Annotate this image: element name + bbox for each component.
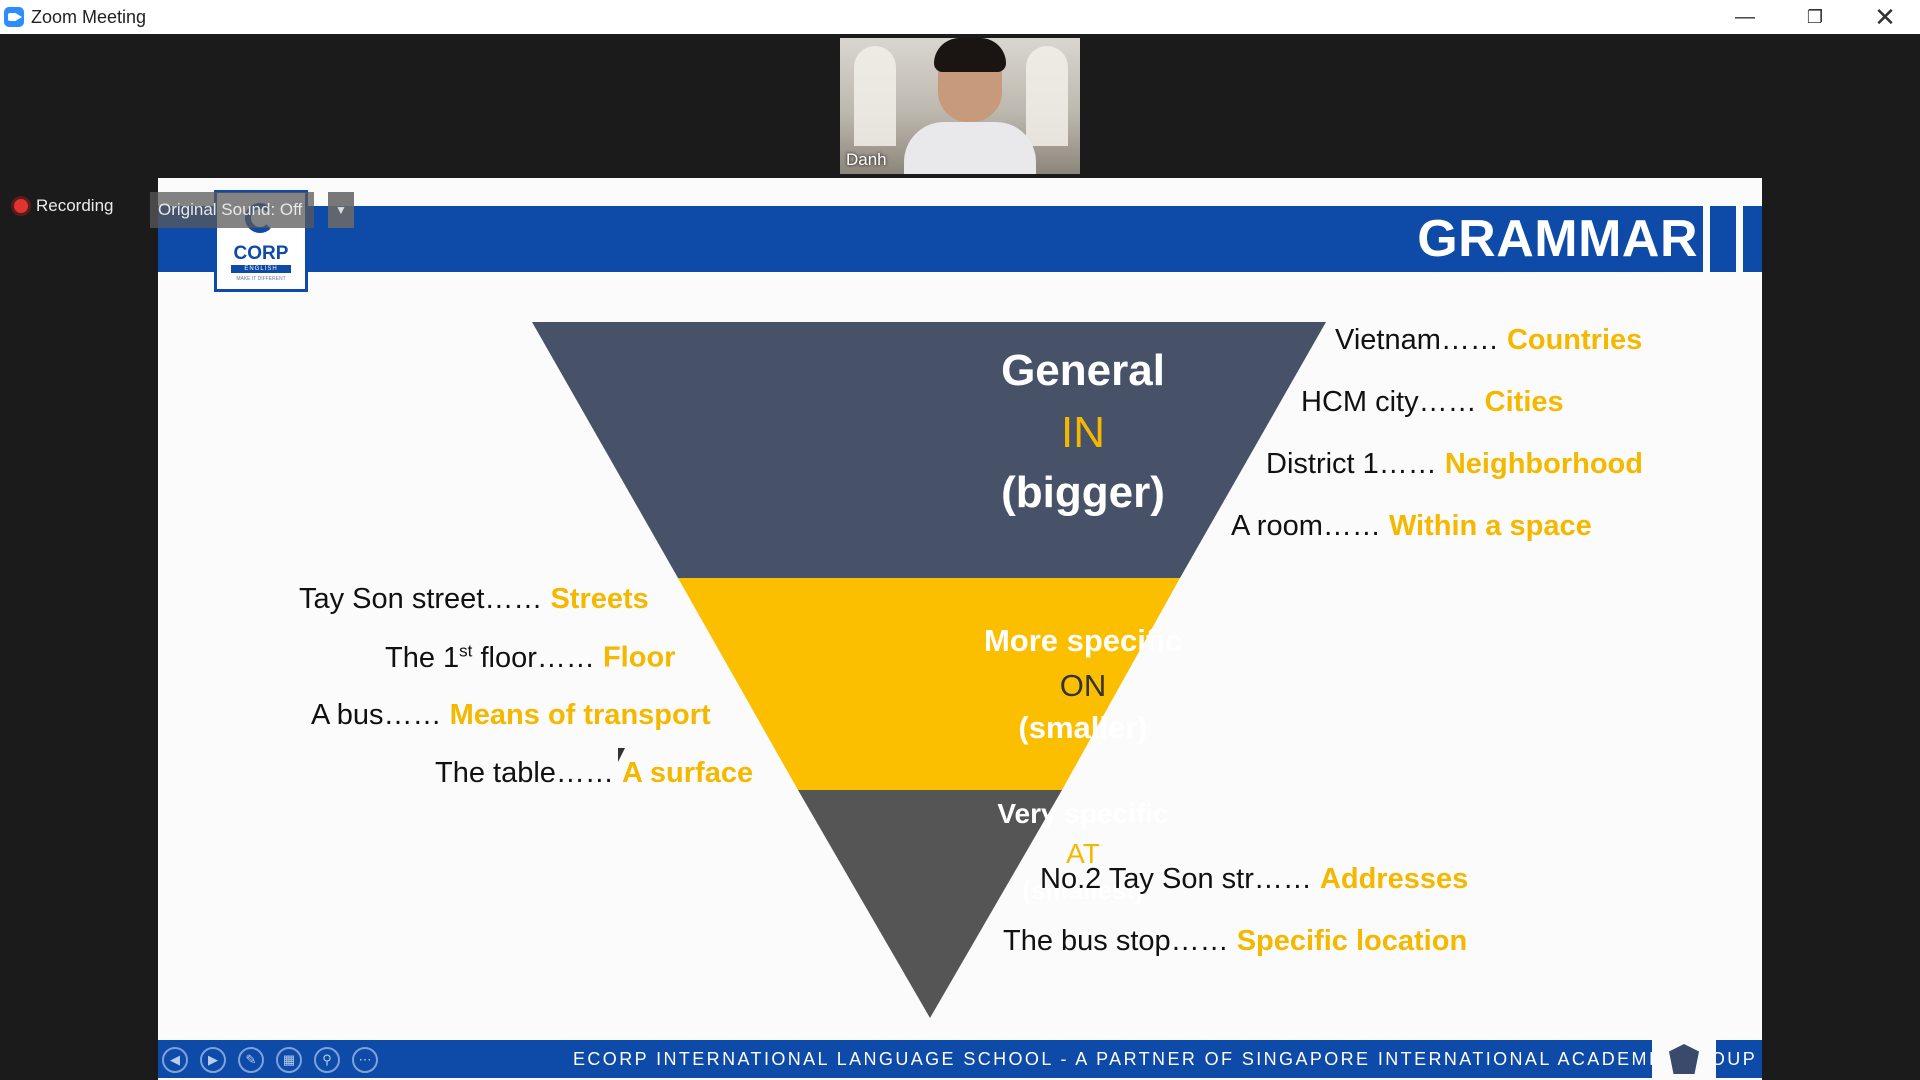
background-arch: [854, 46, 896, 146]
slide-header-bar: [158, 206, 1762, 272]
ordinal-suffix: st: [459, 641, 473, 660]
restore-button[interactable]: ❐: [1780, 0, 1850, 34]
at-size: (smallest): [1022, 875, 1144, 905]
at-preposition: AT: [1066, 838, 1100, 869]
in-example: Vietnam…… Countries: [1335, 324, 1642, 357]
example-text: District 1……: [1266, 448, 1437, 480]
previous-slide-button[interactable]: ◀: [162, 1047, 188, 1073]
original-sound-button[interactable]: Original Sound: Off: [150, 192, 315, 228]
example-category: Streets: [550, 583, 649, 615]
preposition-pyramid: [532, 322, 1326, 1018]
logo-sub: ENGLISH: [231, 265, 291, 273]
restore-icon: ❐: [1806, 6, 1824, 27]
mouse-pointer-icon: [618, 748, 625, 762]
original-sound-dropdown[interactable]: ▼: [328, 192, 354, 228]
next-icon: ▶: [208, 1052, 218, 1067]
example-category: Means of transport: [449, 699, 711, 731]
pen-icon: ✎: [245, 1052, 257, 1067]
pyramid-at-layer: [798, 790, 1062, 1018]
example-text: Vietnam……: [1335, 324, 1499, 356]
in-preposition: IN: [1061, 408, 1105, 457]
recording-dot-icon: [14, 199, 28, 213]
pen-button[interactable]: ✎: [238, 1047, 264, 1073]
on-example: The 1st floor…… Floor: [385, 641, 675, 675]
in-title: General: [1001, 346, 1165, 395]
on-title: More specific: [983, 623, 1183, 658]
header-stripe: [1736, 206, 1743, 272]
example-category: Cities: [1484, 386, 1564, 418]
background-arch: [1026, 46, 1068, 146]
crest-icon: [1669, 1044, 1699, 1074]
on-preposition: ON: [1059, 668, 1107, 703]
on-example: Tay Son street…… Streets: [299, 583, 649, 616]
original-sound-label: Original Sound: Off: [158, 200, 303, 219]
participant-name: Danh: [846, 150, 887, 169]
example-text: Tay Son street……: [299, 583, 543, 615]
minimize-button[interactable]: —: [1710, 0, 1780, 34]
in-example: A room…… Within a space: [1231, 510, 1592, 543]
pyramid-in-layer: [532, 322, 1326, 578]
shared-slide: GRAMMAR CORP ENGLISH MAKE IT DIFFERENT G…: [158, 178, 1762, 1080]
example-text: The table……: [435, 757, 614, 789]
example-category: Addresses: [1319, 863, 1469, 895]
slide-footer-bar: [158, 1040, 1762, 1078]
at-title: Very specific: [997, 798, 1169, 829]
recording-indicator[interactable]: Recording: [14, 196, 114, 216]
example-category: A surface: [621, 757, 754, 789]
chevron-down-icon: ▼: [335, 203, 347, 217]
at-example: No.2 Tay Son str…… Addresses: [1040, 863, 1468, 896]
close-icon: ✕: [1874, 1, 1896, 32]
zoom-icon: ⚲: [322, 1052, 332, 1067]
window-title: Zoom Meeting: [31, 7, 147, 27]
more-button[interactable]: ⋯: [352, 1047, 378, 1073]
in-example: District 1…… Neighborhood: [1266, 448, 1643, 481]
example-text: No.2 Tay Son str……: [1040, 863, 1312, 895]
minimize-icon: —: [1735, 5, 1755, 28]
academic-group-crest: [1652, 1040, 1716, 1078]
in-size: (bigger): [1001, 468, 1165, 517]
example-text: A bus……: [311, 699, 442, 731]
previous-icon: ◀: [170, 1052, 180, 1067]
example-category: Floor: [602, 641, 676, 674]
slides-icon: ▦: [282, 1052, 296, 1067]
on-example: The table…… A surface: [435, 757, 753, 790]
slide-heading: GRAMMAR: [1417, 210, 1698, 268]
in-example: HCM city…… Cities: [1301, 386, 1564, 419]
title-bar: Zoom Meeting — ❐ ✕: [0, 0, 1920, 34]
example-text: The bus stop……: [1003, 925, 1229, 957]
participant-video[interactable]: Danh: [840, 38, 1080, 174]
example-category: Specific location: [1236, 925, 1468, 957]
example-text: A room……: [1231, 510, 1381, 542]
more-icon: ⋯: [358, 1052, 372, 1067]
example-category: Neighborhood: [1444, 448, 1643, 480]
participant-body: [904, 122, 1036, 174]
header-stripe: [1703, 206, 1710, 272]
pyramid-on-layer: [678, 578, 1180, 790]
on-example: A bus…… Means of transport: [311, 699, 711, 732]
close-button[interactable]: ✕: [1850, 0, 1920, 34]
example-text-part: floor……: [472, 641, 595, 674]
recording-label: Recording: [36, 196, 114, 215]
zoom-logo-icon: [4, 7, 24, 27]
next-slide-button[interactable]: ▶: [200, 1047, 226, 1073]
logo-tagline: MAKE IT DIFFERENT: [236, 276, 286, 282]
at-example: The bus stop…… Specific location: [1003, 925, 1467, 958]
slide-footer-text: ECORP INTERNATIONAL LANGUAGE SCHOOL - A …: [573, 1049, 1758, 1069]
example-text: The 1st floor……: [385, 641, 595, 674]
zoom-button[interactable]: ⚲: [314, 1047, 340, 1073]
logo-name: CORP: [233, 243, 289, 264]
slides-button[interactable]: ▦: [276, 1047, 302, 1073]
example-text-part: The 1: [385, 641, 460, 674]
participant-hair: [934, 38, 1006, 72]
example-category: Countries: [1506, 324, 1643, 356]
example-text: HCM city……: [1301, 386, 1477, 418]
example-category: Within a space: [1388, 510, 1592, 542]
on-size: (smaller): [1018, 710, 1148, 745]
